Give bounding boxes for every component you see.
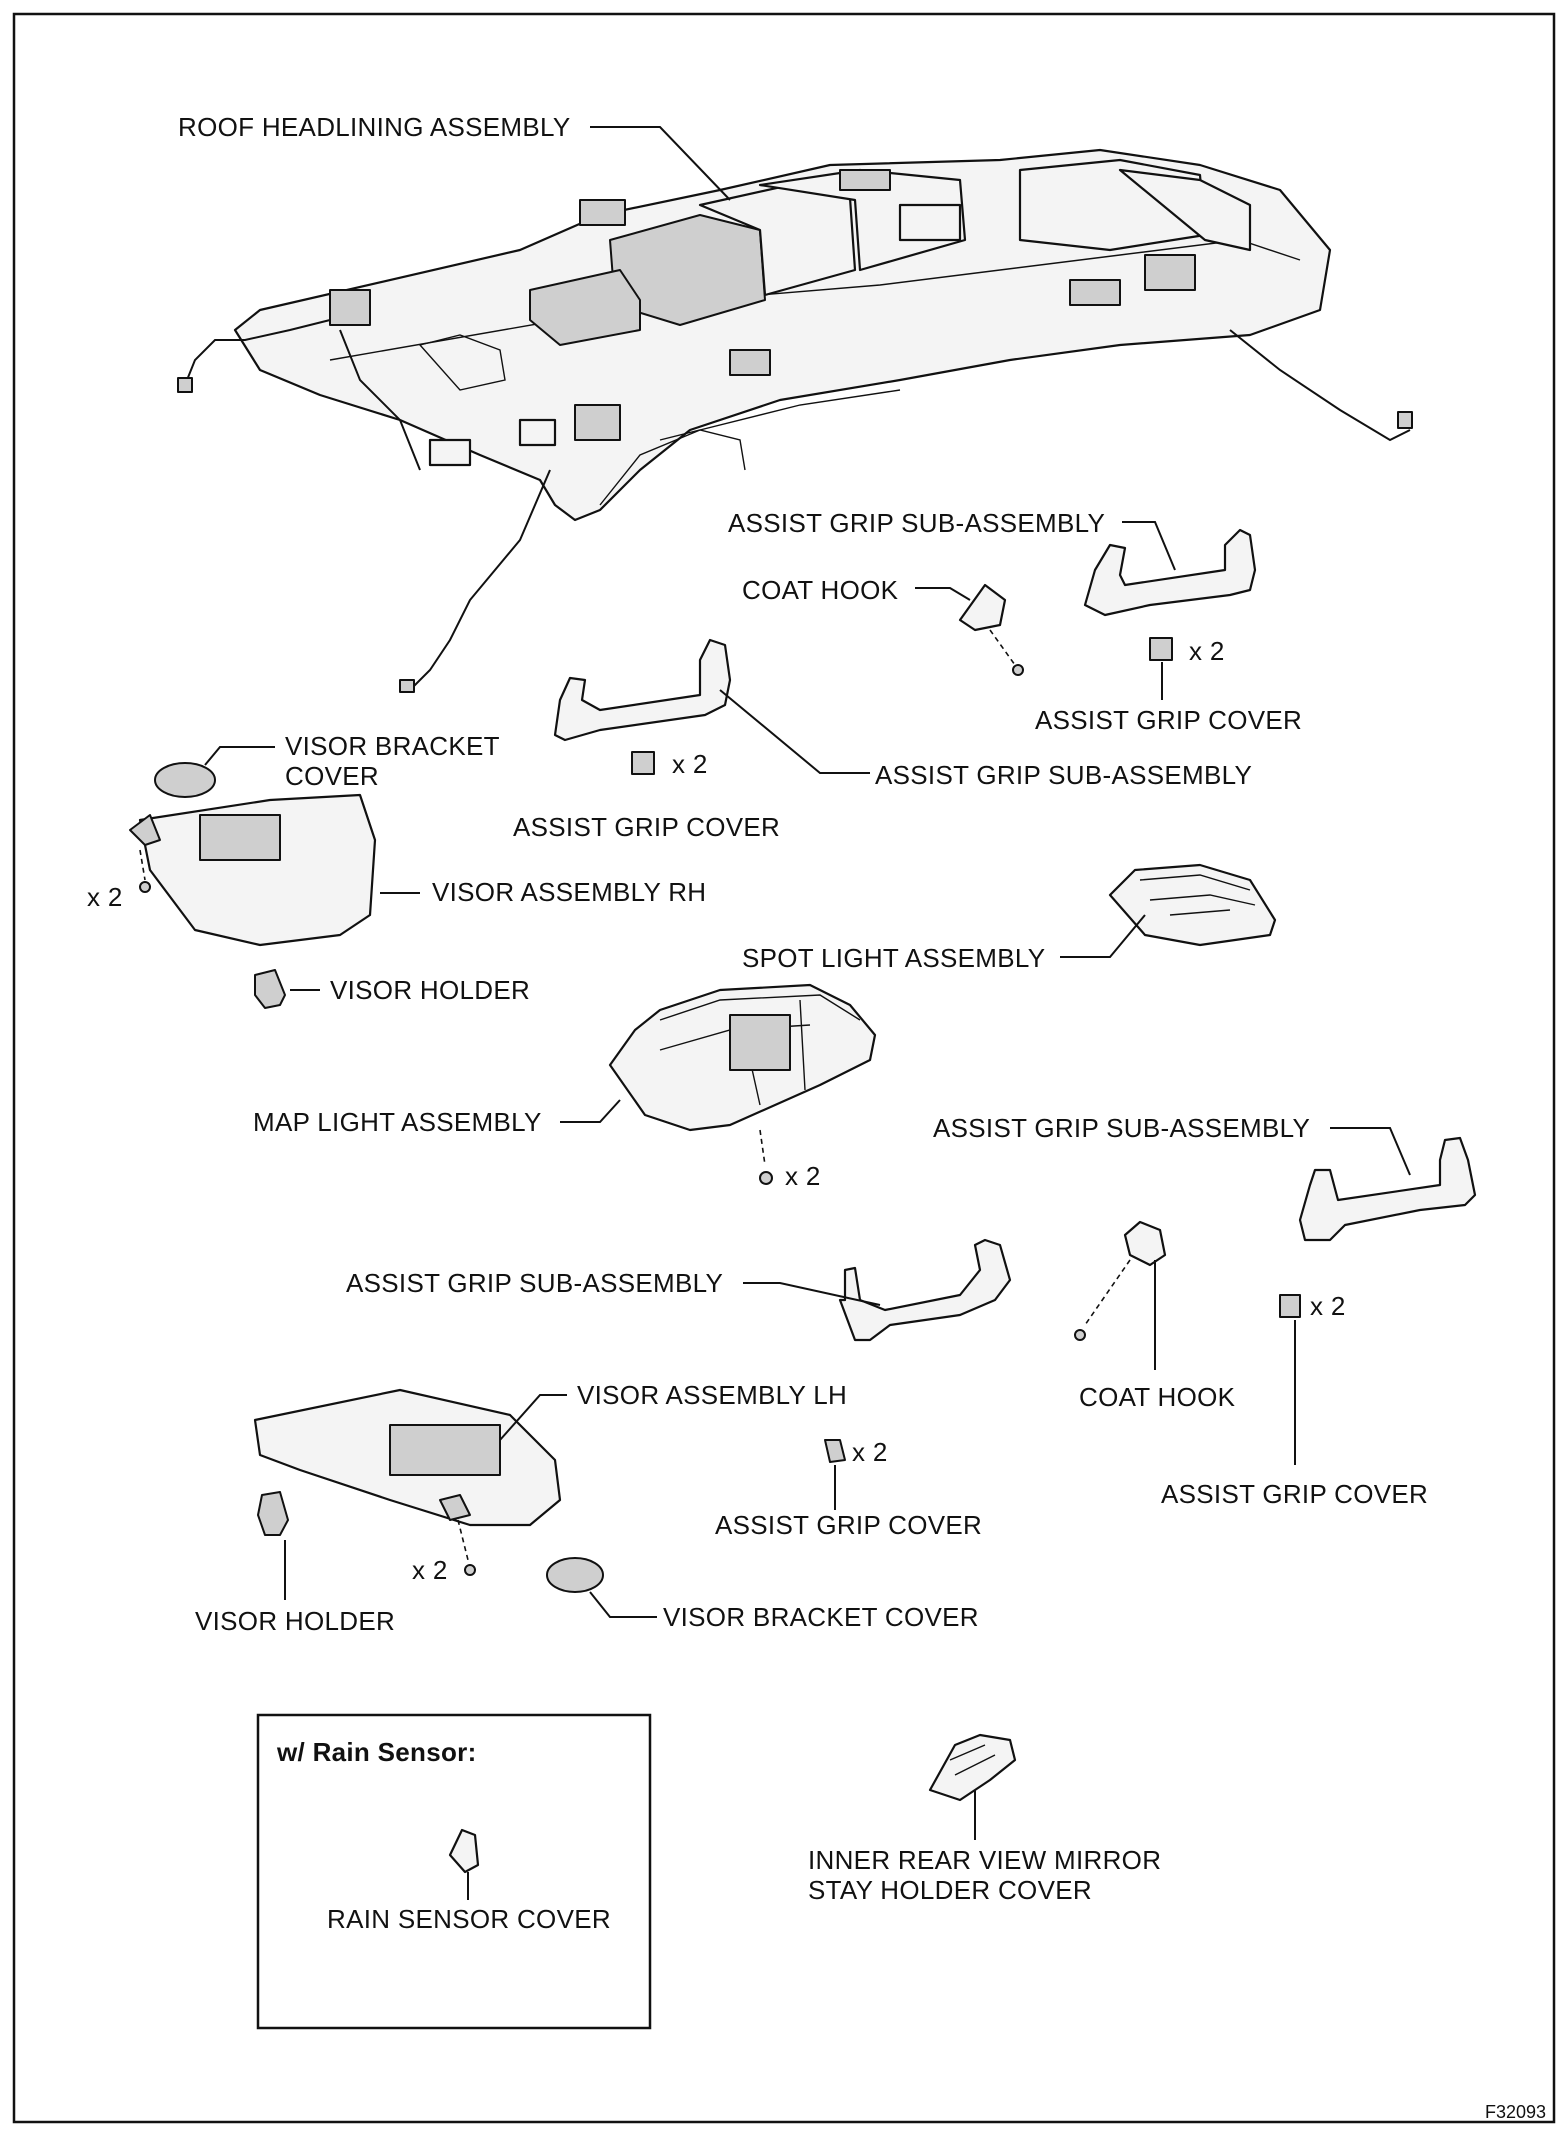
label-inner-mirror-cover-2: STAY HOLDER COVER (808, 1875, 1092, 1905)
assist-grip-left-lower-illustration (824, 1238, 1012, 1463)
spot-light-illustration (1108, 863, 1277, 947)
label-count-visor-lh-screw: x 2 (412, 1555, 448, 1585)
label-count-visor-rh-screw: x 2 (87, 882, 123, 912)
figure-id: F32093 (1485, 2102, 1547, 2122)
label-visor-assembly-rh: VISOR ASSEMBLY RH (432, 877, 707, 907)
leader-lines (204, 126, 1411, 1900)
map-light-illustration (608, 983, 877, 1185)
label-roof-headlining: ROOF HEADLINING ASSEMBLY (178, 112, 571, 142)
visor-rh-illustration (129, 762, 377, 1009)
label-assist-grip-cover-lower: ASSIST GRIP COVER (715, 1510, 983, 1540)
roof-headlining-illustration (177, 148, 1413, 693)
label-coat-hook-lower: COAT HOOK (1079, 1382, 1236, 1412)
label-assist-grip-cover-right-lower: ASSIST GRIP COVER (1161, 1479, 1429, 1509)
label-assist-grip-sub-left-lower: ASSIST GRIP SUB-ASSEMBLY (346, 1268, 724, 1298)
label-count-cover-mid: x 2 (672, 749, 708, 779)
coat-hook-top-illustration (958, 583, 1024, 676)
label-visor-bracket-cover-rh-2: COVER (285, 761, 379, 791)
label-inner-mirror-cover-1: INNER REAR VIEW MIRROR (808, 1845, 1162, 1875)
label-count-map-light-screw: x 2 (785, 1161, 821, 1191)
label-visor-bracket-cover-lh: VISOR BRACKET COVER (663, 1602, 979, 1632)
outer-border (12, 12, 1556, 2124)
assist-grip-top-right-illustration (1083, 528, 1257, 661)
label-visor-holder-lh: VISOR HOLDER (195, 1606, 396, 1636)
label-spot-light: SPOT LIGHT ASSEMBLY (742, 943, 1046, 973)
label-map-light: MAP LIGHT ASSEMBLY (253, 1107, 542, 1137)
label-count-cover-lower: x 2 (852, 1437, 888, 1467)
label-rain-sensor-cover: RAIN SENSOR COVER (327, 1904, 611, 1934)
label-visor-bracket-cover-rh-1: VISOR BRACKET (285, 731, 500, 761)
label-assist-grip-cover-mid: ASSIST GRIP COVER (513, 812, 781, 842)
label-assist-grip-sub-top-right: ASSIST GRIP SUB-ASSEMBLY (728, 508, 1106, 538)
label-coat-hook-top: COAT HOOK (742, 575, 899, 605)
visor-lh-illustration (253, 1388, 604, 1593)
label-visor-holder-rh: VISOR HOLDER (330, 975, 531, 1005)
label-assist-grip-sub-right-lower: ASSIST GRIP SUB-ASSEMBLY (933, 1113, 1311, 1143)
label-rain-sensor-box-title: w/ Rain Sensor: (277, 1737, 477, 1767)
label-count-cover-right-lower: x 2 (1310, 1291, 1346, 1321)
inner-mirror-cover-illustration (928, 1733, 1017, 1802)
assist-grip-mid-illustration (553, 638, 732, 775)
label-assist-grip-sub-mid: ASSIST GRIP SUB-ASSEMBLY (875, 760, 1253, 790)
coat-hook-lower-illustration (1074, 1220, 1167, 1341)
rain-sensor-cover-illustration (448, 1828, 480, 1874)
label-count-cover-top-right: x 2 (1189, 636, 1225, 666)
rain-sensor-box (256, 1713, 652, 2030)
label-assist-grip-cover-top-right: ASSIST GRIP COVER (1035, 705, 1303, 735)
label-visor-assembly-lh: VISOR ASSEMBLY LH (577, 1380, 848, 1410)
assist-grip-right-lower-illustration (1279, 1136, 1477, 1318)
